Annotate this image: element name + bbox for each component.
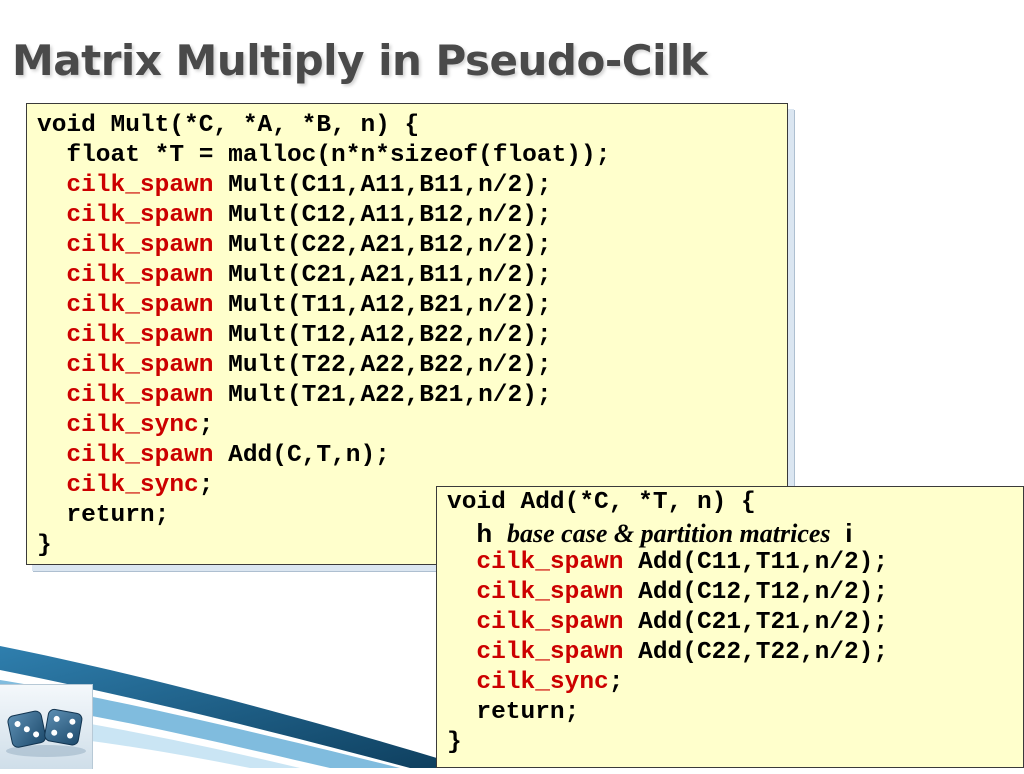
code-indent — [447, 639, 476, 666]
code-line: } — [447, 728, 1023, 758]
cilk-keyword: cilk_spawn — [66, 172, 214, 199]
code-text: return; — [476, 699, 580, 726]
comment-open-symbol: h — [476, 518, 493, 548]
comment-close-symbol: i — [845, 518, 853, 548]
comment-line: h base case & partition matrices i — [447, 518, 1023, 548]
code-line: cilk_spawn Mult(T11,A12,B21,n/2); — [37, 291, 787, 321]
dice-icon — [6, 708, 86, 757]
cilk-keyword: cilk_spawn — [66, 382, 214, 409]
code-line: float *T = malloc(n*n*sizeof(float)); — [37, 141, 787, 171]
code-indent — [447, 549, 476, 576]
code-text: Mult(C12,A11,B12,n/2); — [213, 202, 552, 229]
code-indent — [37, 382, 66, 409]
cilk-keyword: cilk_spawn — [66, 262, 214, 289]
code-line: cilk_spawn Mult(C21,A21,B11,n/2); — [37, 261, 787, 291]
code-indent — [447, 699, 476, 726]
code-indent — [37, 472, 66, 499]
cilk-keyword: cilk_spawn — [476, 609, 624, 636]
code-line: void Mult(*C, *A, *B, n) { — [37, 111, 787, 141]
code-indent — [37, 172, 66, 199]
cilk-keyword: cilk_sync — [66, 472, 199, 499]
code-indent — [37, 232, 66, 259]
code-text: return; — [66, 502, 170, 529]
code-line: cilk_spawn Mult(C12,A11,B12,n/2); — [37, 201, 787, 231]
code-indent — [37, 142, 66, 169]
cilk-keyword: cilk_spawn — [476, 549, 624, 576]
code-line: cilk_sync; — [447, 668, 1023, 698]
code-indent — [37, 292, 66, 319]
code-text: Add(C12,T12,n/2); — [623, 579, 889, 606]
code-line: cilk_spawn Mult(T21,A22,B21,n/2); — [37, 381, 787, 411]
code-line: cilk_sync; — [37, 411, 787, 441]
code-line: cilk_sync; — [37, 471, 787, 501]
code-text: Mult(C21,A21,B11,n/2); — [213, 262, 552, 289]
code-line: void Add(*C, *T, n) { — [447, 488, 1023, 518]
code-text: Mult(T22,A22,B22,n/2); — [213, 352, 552, 379]
cilk-keyword: cilk_sync — [476, 669, 609, 696]
cilk-keyword: cilk_spawn — [476, 639, 624, 666]
code-text: ; — [198, 412, 214, 439]
cilk-keyword: cilk_spawn — [66, 322, 214, 349]
cilk-keyword: cilk_spawn — [66, 292, 214, 319]
code-line: cilk_spawn Add(C21,T21,n/2); — [447, 608, 1023, 638]
code-text: ; — [608, 669, 624, 696]
code-text: Mult(C22,A21,B12,n/2); — [213, 232, 552, 259]
cilk-keyword: cilk_sync — [66, 412, 199, 439]
code-text: } — [447, 729, 462, 756]
code-indent — [37, 352, 66, 379]
code-indent — [447, 669, 476, 696]
code-line: return; — [447, 698, 1023, 728]
code-line: cilk_spawn Add(C22,T22,n/2); — [447, 638, 1023, 668]
code-line: cilk_spawn Mult(C11,A11,B11,n/2); — [37, 171, 787, 201]
code-indent — [37, 202, 66, 229]
code-line: cilk_spawn Add(C,T,n); — [37, 441, 787, 471]
code-indent — [37, 262, 66, 289]
code-indent — [37, 412, 66, 439]
code-text: void Add(*C, *T, n) { — [447, 489, 756, 516]
add-code-block: void Add(*C, *T, n) { h base case & part… — [436, 486, 1024, 768]
code-line: cilk_spawn Add(C11,T11,n/2); — [447, 548, 1023, 578]
code-line: } — [37, 531, 787, 561]
code-text: Add(C11,T11,n/2); — [623, 549, 889, 576]
code-indent — [37, 502, 66, 529]
mult-code-block: void Mult(*C, *A, *B, n) { float *T = ma… — [26, 103, 788, 565]
cilk-keyword: cilk_spawn — [66, 232, 214, 259]
code-text: float *T = malloc(n*n*sizeof(float)); — [66, 142, 611, 169]
code-text: Mult(T21,A22,B21,n/2); — [213, 382, 552, 409]
code-text: Add(C22,T22,n/2); — [623, 639, 889, 666]
code-text: Add(C21,T21,n/2); — [623, 609, 889, 636]
code-text: Mult(T12,A12,B22,n/2); — [213, 322, 552, 349]
code-indent — [447, 579, 476, 606]
slide-title: Matrix Multiply in Pseudo-Cilk — [12, 36, 708, 85]
code-line: cilk_spawn Mult(T22,A22,B22,n/2); — [37, 351, 787, 381]
code-text: void Mult(*C, *A, *B, n) { — [37, 112, 420, 139]
cilk-keyword: cilk_spawn — [66, 442, 214, 469]
code-indent — [37, 442, 66, 469]
code-line: cilk_spawn Mult(C22,A21,B12,n/2); — [37, 231, 787, 261]
code-text: Mult(T11,A12,B21,n/2); — [213, 292, 552, 319]
code-text: ; — [198, 472, 214, 499]
code-line: cilk_spawn Add(C12,T12,n/2); — [447, 578, 1023, 608]
cilk-keyword: cilk_spawn — [476, 579, 624, 606]
code-indent — [447, 609, 476, 636]
code-indent — [37, 322, 66, 349]
code-text: } — [37, 532, 52, 559]
cilk-keyword: cilk_spawn — [66, 352, 214, 379]
cilk-keyword: cilk_spawn — [66, 202, 214, 229]
code-line: return; — [37, 501, 787, 531]
comment-text: base case & partition matrices — [507, 519, 831, 548]
dice-logo — [0, 684, 93, 769]
code-text: Add(C,T,n); — [213, 442, 390, 469]
code-line: cilk_spawn Mult(T12,A12,B22,n/2); — [37, 321, 787, 351]
code-text: Mult(C11,A11,B11,n/2); — [213, 172, 552, 199]
